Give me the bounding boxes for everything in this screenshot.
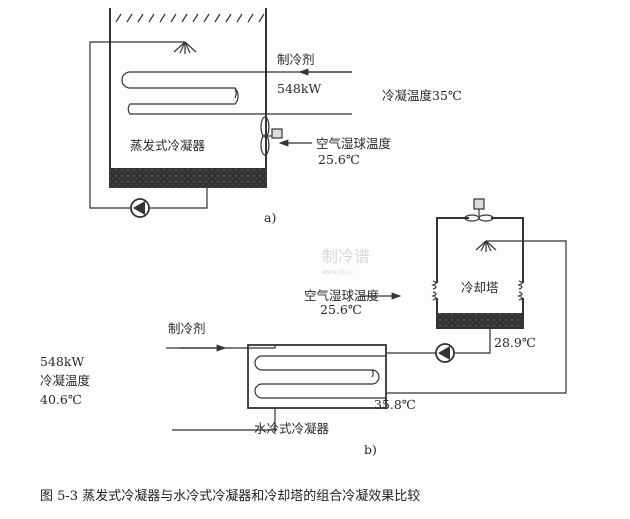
unit-label: 水冷式冷凝器 (254, 421, 330, 436)
hatch-mark (236, 13, 243, 23)
wet-bulb-temp: 25.6℃ (318, 152, 360, 167)
spray-nozzle-icon (475, 240, 497, 252)
tower-basin (437, 313, 523, 328)
hatch-mark (247, 13, 254, 23)
hatch-mark (214, 13, 221, 23)
water-circuit-pipe (89, 41, 208, 209)
watermark-url: www.zlt.cc (322, 269, 354, 276)
pump-icon (130, 198, 150, 218)
cool-water-supply-pipe (386, 328, 491, 354)
wet-bulb-label: 空气湿球温度 (316, 136, 392, 151)
cooling-tower-walls (436, 217, 524, 329)
figure-caption: 图 5-3 蒸发式冷凝器与水冷式冷凝器和冷却塔的组合冷凝效果比较 (40, 488, 420, 504)
spray-nozzle-icon (173, 41, 197, 54)
condensing-temp: 40.6℃ (40, 392, 82, 407)
hatch-mark (170, 13, 177, 23)
fan-motor-icon (271, 128, 283, 139)
refrigerant-label: 制冷剂 (277, 52, 315, 67)
fan-icon (260, 116, 283, 156)
condensing-temp-label: 冷凝温度35℃ (382, 88, 462, 103)
air-louver-marks (431, 280, 523, 301)
hatch-mark (137, 13, 144, 23)
hatch-mark (115, 13, 122, 23)
hatch-mark (148, 13, 155, 23)
hatch-mark (192, 13, 199, 23)
hatch-mark (258, 13, 265, 23)
return-temp: 35.8℃ (374, 397, 416, 412)
capacity-label: 548kW (40, 354, 84, 369)
hatch-mark (181, 13, 188, 23)
condenser-coil (254, 355, 386, 399)
sublabel-a: a) (264, 210, 276, 225)
hatch-mark (225, 13, 232, 23)
wet-bulb-label: 空气湿球温度 (304, 288, 380, 303)
hatch-mark (159, 13, 166, 23)
hatch-mark (126, 13, 133, 23)
wet-bulb-temp: 25.6℃ (320, 302, 362, 317)
tower-out-temp: 28.9℃ (494, 335, 536, 350)
tower-fan-icon (464, 198, 494, 222)
condensing-temp-label: 冷凝温度 (40, 373, 91, 388)
pump-icon (435, 343, 455, 363)
hatch-mark (203, 13, 210, 23)
top-hatch (115, 13, 265, 23)
water-basin (110, 168, 266, 188)
refrigerant-outlet-pipe (172, 408, 276, 431)
sublabel-b: b) (364, 442, 377, 457)
evaporative-condenser-diagram: 制冷剂 548kW 冷凝温度35℃ 空气湿球温度 25.6℃ 蒸发式冷凝器 a) (89, 8, 462, 225)
unit-label: 蒸发式冷凝器 (130, 138, 206, 153)
watermark-logo: 制冷谱 (322, 247, 370, 266)
refrigerant-coil (121, 71, 352, 115)
refrigerant-label: 制冷剂 (168, 321, 206, 336)
water-cooled-condenser-diagram: 冷却塔 空气湿球温度 25.6℃ 制冷剂 28.9℃ 548kW 冷凝温度 40… (40, 198, 567, 457)
capacity-label: 548kW (277, 81, 321, 96)
warm-water-return-pipe (386, 240, 567, 394)
tower-label: 冷却塔 (461, 280, 499, 295)
